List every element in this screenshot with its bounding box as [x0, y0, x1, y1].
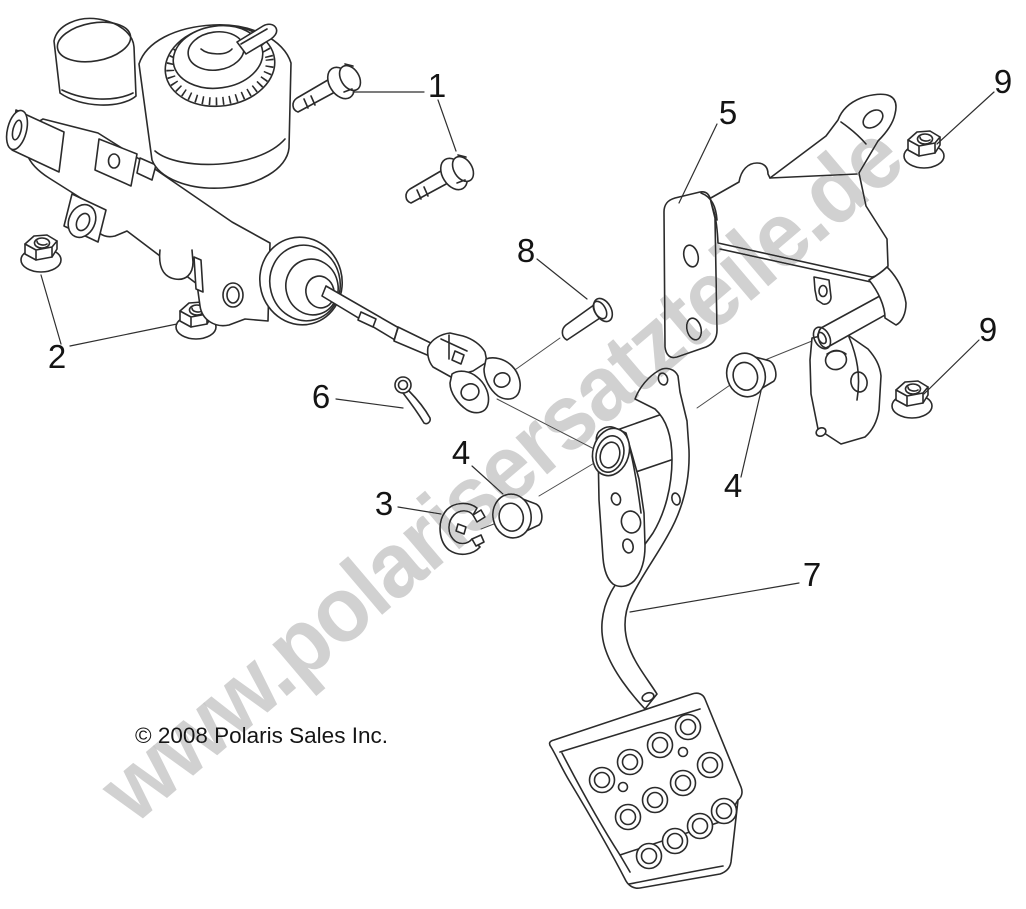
pedal-plate — [591, 426, 646, 588]
callout-5: 5 — [719, 94, 737, 131]
copyright-text: © 2008 Polaris Sales Inc. — [135, 723, 388, 748]
callout-2: 2 — [48, 338, 66, 375]
pivot-spacer — [824, 349, 848, 371]
reservoir-cap — [164, 23, 278, 108]
pedal-arm — [601, 367, 690, 710]
callout-leaders — [40, 91, 995, 613]
bracket-arm — [868, 266, 907, 326]
callout-4b: 4 — [724, 467, 742, 504]
flange-slot — [682, 244, 700, 268]
callout-9a: 9 — [994, 63, 1012, 100]
piston-end — [258, 236, 344, 326]
lower-boss — [158, 249, 194, 281]
mounting-bracket — [663, 93, 907, 445]
e-clip — [439, 502, 486, 556]
flange-slot — [685, 317, 703, 341]
assembly-axis-lines — [480, 337, 813, 530]
tab-hole — [862, 109, 884, 129]
cotter-pin — [394, 376, 431, 425]
clevis-pin — [561, 297, 614, 341]
callout-8: 8 — [517, 232, 535, 269]
pedal-pad — [548, 691, 743, 889]
callout-labels: 1 2 3 4 4 5 6 7 8 9 9 — [48, 63, 1012, 593]
callout-1: 1 — [428, 67, 446, 104]
fin — [193, 256, 204, 293]
callout-4a: 4 — [452, 434, 470, 471]
ear-ring — [222, 282, 244, 308]
callout-9b: 9 — [979, 311, 997, 348]
bracket-flange — [663, 191, 718, 359]
callout-7: 7 — [803, 556, 821, 593]
clevis — [426, 332, 521, 414]
callout-6: 6 — [312, 378, 330, 415]
callout-3: 3 — [375, 485, 393, 522]
brake-pedal — [548, 367, 743, 889]
master-cylinder — [5, 17, 521, 425]
